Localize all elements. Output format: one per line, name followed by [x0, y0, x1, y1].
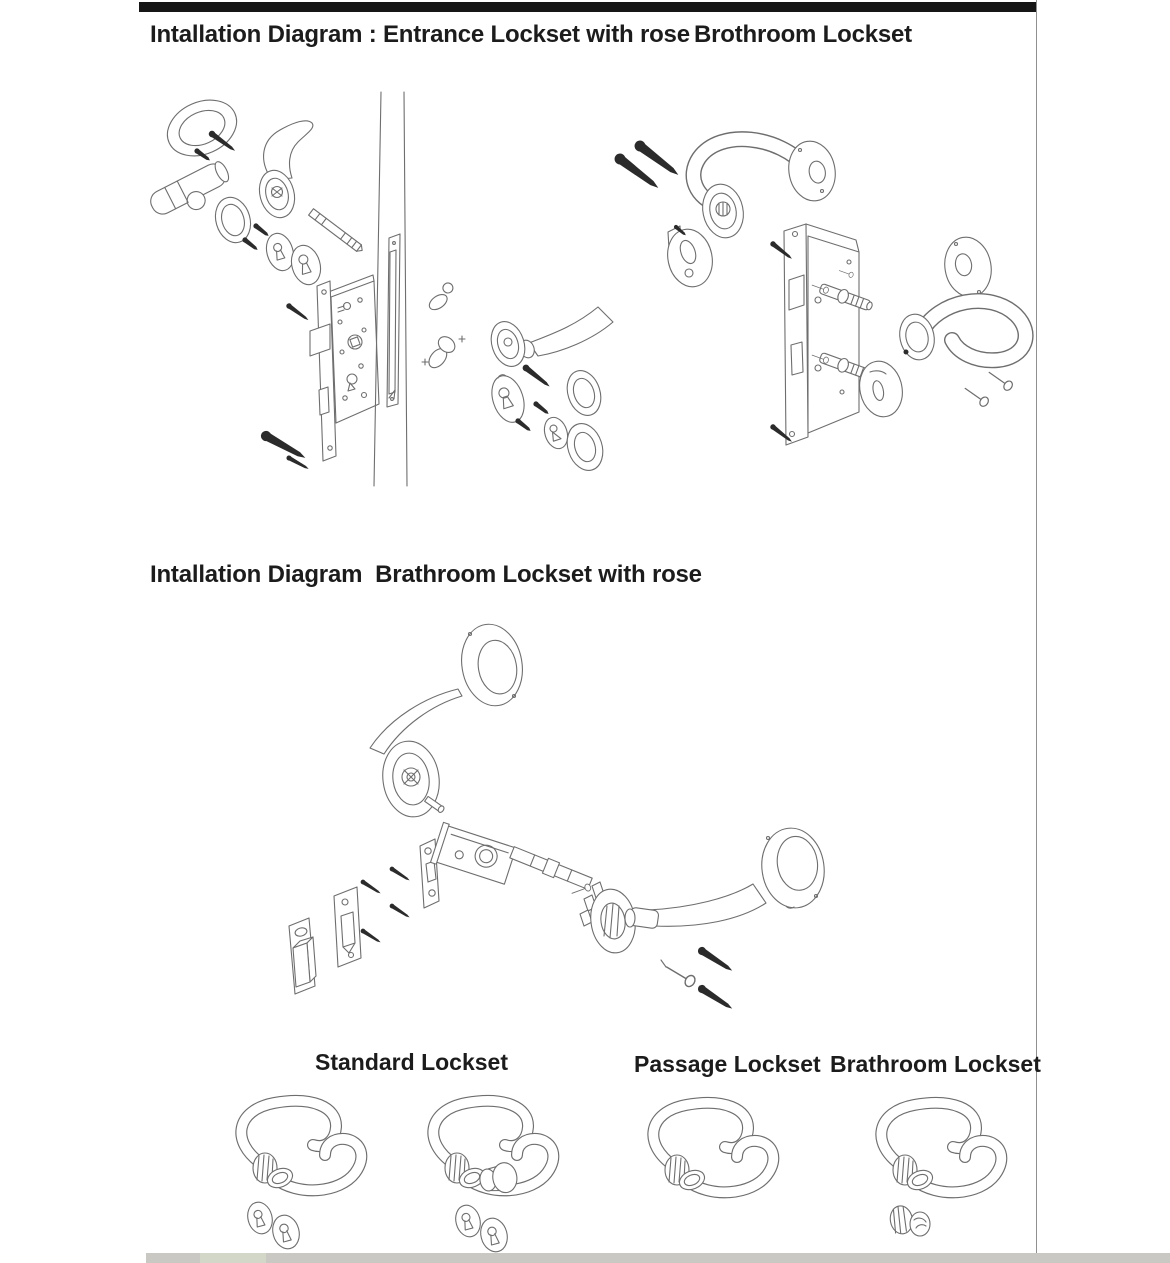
- spindle-bar: [509, 846, 593, 890]
- right-lever-handle: [624, 883, 767, 929]
- label-passage-lockset: Passage Lockset: [634, 1051, 821, 1077]
- inside-rose-disc: [944, 236, 992, 298]
- top-border-bar: [139, 2, 1036, 12]
- bathroom-lockset-levers: [881, 1103, 1001, 1237]
- oval-ring: [214, 196, 252, 244]
- mortise-lock-body: [259, 274, 380, 472]
- standard-lockset-levers-1: [241, 1101, 361, 1253]
- euro-cylinder: [150, 161, 230, 215]
- keyhole-escutcheon: [290, 244, 322, 286]
- door-edge: [373, 91, 408, 487]
- rose-ring: [566, 370, 602, 416]
- bottom-border-accent: [200, 1253, 266, 1263]
- bathroom-lockset-diagram: [612, 131, 1034, 446]
- outside-u-lever: [685, 131, 836, 239]
- outside-lever-handle: [258, 120, 314, 219]
- right-border-line: [1036, 0, 1037, 1263]
- rose-cover-right: [761, 827, 825, 909]
- entrance-lockset-title: Intallation Diagram : Entrance Lockset w…: [150, 21, 690, 48]
- thumbturn-assembly: [667, 224, 713, 288]
- standard-lockset-levers-2: [433, 1101, 553, 1256]
- inside-lever-handle: [490, 306, 614, 367]
- thumbturn-knob: [889, 1205, 931, 1237]
- bathroom-rose-lockset-title: Intallation Diagram Brathroom Lockset wi…: [150, 561, 702, 588]
- keyhole-escutcheon-small: [543, 416, 569, 450]
- inside-u-lever: [899, 293, 1034, 369]
- label-standard-lockset: Standard Lockset: [315, 1049, 508, 1075]
- tubular-latch: [429, 821, 517, 885]
- bathroom-rose-lockset-diagram: [288, 623, 825, 1013]
- rose-cover-left: [461, 623, 523, 707]
- entrance-lockset-diagram: [150, 91, 614, 487]
- rose-ring: [566, 423, 604, 471]
- emergency-release-trim: [859, 360, 903, 418]
- dust-box: [288, 917, 317, 995]
- mortise-lock-case: [783, 223, 860, 446]
- bathroom-lockset-title: Brothroom Lockset: [694, 21, 912, 48]
- spindle: [308, 208, 363, 252]
- strike-plate: [333, 886, 362, 968]
- cylinder-knob: [479, 1162, 518, 1194]
- lock-mechanism-details: [337, 297, 368, 401]
- bottom-border-band: [146, 1253, 1170, 1263]
- label-bathroom-lockset: Brathroom Lockset: [830, 1051, 1041, 1077]
- keyhole-escutcheon: [265, 232, 295, 272]
- keys: [421, 282, 466, 369]
- keyhole-escutcheon: [491, 375, 525, 423]
- passage-lockset-levers: [653, 1103, 773, 1193]
- left-lever-handle: [369, 688, 463, 818]
- product-levers: [241, 1101, 1001, 1256]
